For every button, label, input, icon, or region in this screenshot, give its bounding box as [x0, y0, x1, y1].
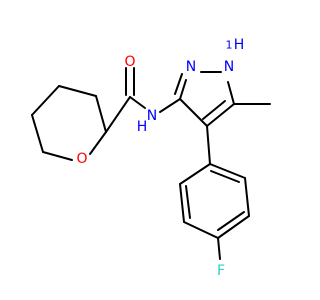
- bond: [210, 170, 240, 183]
- bond: [129, 96, 146, 109]
- bond: [217, 237, 221, 260]
- bond: [183, 221, 219, 239]
- bond: [105, 96, 131, 133]
- pyrazole-ring: [174, 71, 271, 127]
- bond: [179, 79, 187, 100]
- atom-nh-pyrazole: N H 1: [224, 37, 245, 75]
- bond: [179, 163, 211, 185]
- bond: [89, 131, 107, 155]
- atom-nh-amide: N H: [137, 108, 158, 135]
- bond: [206, 103, 235, 127]
- bond: [159, 98, 181, 113]
- bond: [217, 215, 250, 239]
- atom-f: F: [217, 263, 225, 279]
- bond: [31, 114, 44, 153]
- atom-o-carbonyl: O: [124, 54, 135, 70]
- bond: [202, 100, 226, 120]
- bond: [58, 85, 97, 97]
- bond: [227, 81, 235, 105]
- atom-h-count-pyrazole: 1: [226, 39, 233, 52]
- bond: [209, 163, 246, 179]
- atom-labels: O N H N N H 1 O F: [76, 37, 244, 279]
- bond: [217, 211, 245, 231]
- bond: [42, 151, 73, 161]
- atom-n-pyrazole: N: [186, 59, 196, 75]
- bond: [174, 73, 183, 95]
- bond: [244, 177, 250, 217]
- bond: [185, 185, 191, 219]
- atom-h-amide-symbol: H: [137, 119, 148, 135]
- amide-group: [105, 67, 181, 133]
- bond: [31, 85, 60, 116]
- bond: [206, 125, 211, 165]
- oxane-ring: [31, 85, 107, 161]
- atom-h-pyrazole-symbol: H: [234, 37, 245, 53]
- fluorophenyl-ring: [179, 125, 250, 260]
- atom-n-pyrazole-nh-symbol: N: [224, 59, 234, 75]
- atom-n-amide-symbol: N: [147, 108, 157, 124]
- molecule-canvas: O N H N N H 1 O F: [31, 37, 271, 279]
- bond: [179, 98, 208, 127]
- bond: [179, 183, 185, 223]
- bond: [95, 95, 107, 133]
- atom-o-ring: O: [76, 151, 87, 167]
